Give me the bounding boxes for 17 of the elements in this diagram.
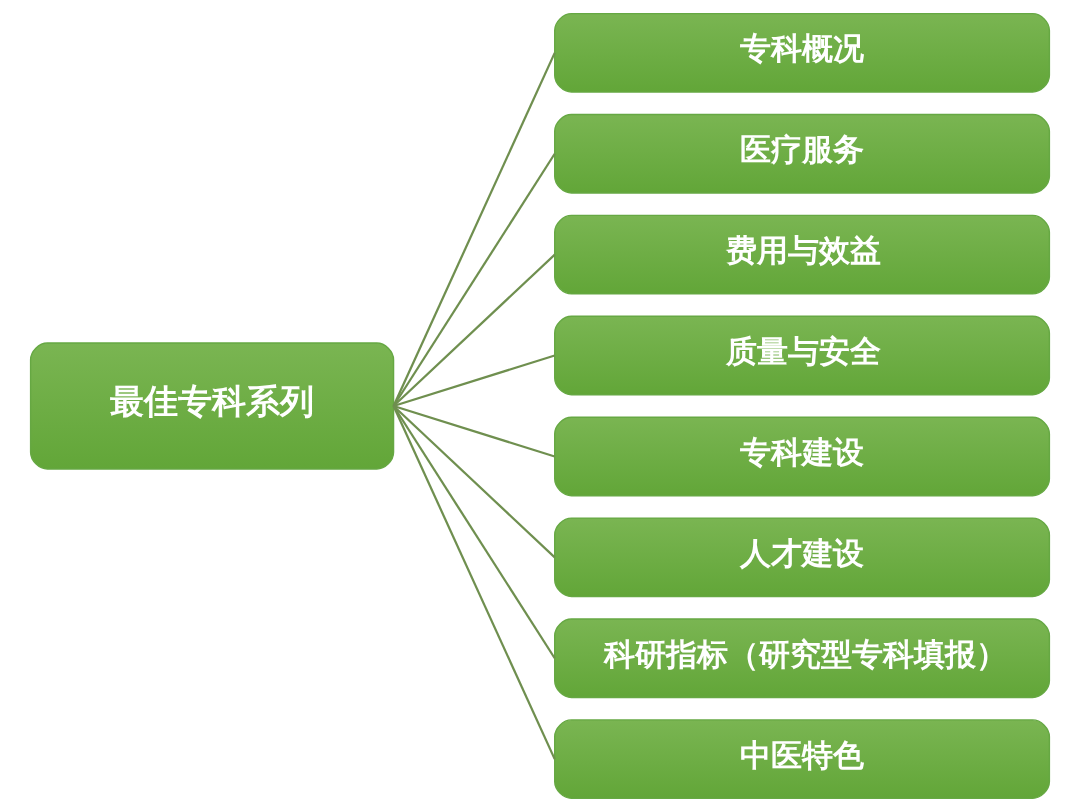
connector (392, 253, 556, 407)
node-box: 人才建设 (554, 517, 1051, 598)
connector (392, 52, 556, 407)
node-box: 科研指标（研究型专科填报） (554, 618, 1051, 699)
connector (392, 405, 556, 559)
node-box: 费用与效益 (554, 214, 1051, 295)
connector (392, 153, 556, 407)
node-box: 专科建设 (554, 416, 1051, 497)
connector (392, 405, 556, 760)
node-box: 医疗服务 (554, 113, 1051, 194)
connector (393, 404, 556, 458)
node-box: 专科概况 (554, 12, 1051, 93)
node-box: 质量与安全 (554, 315, 1051, 396)
connector (392, 405, 556, 659)
connector (393, 354, 556, 408)
node-box: 最佳专科系列 (29, 342, 395, 470)
node-box: 中医特色 (554, 719, 1051, 800)
